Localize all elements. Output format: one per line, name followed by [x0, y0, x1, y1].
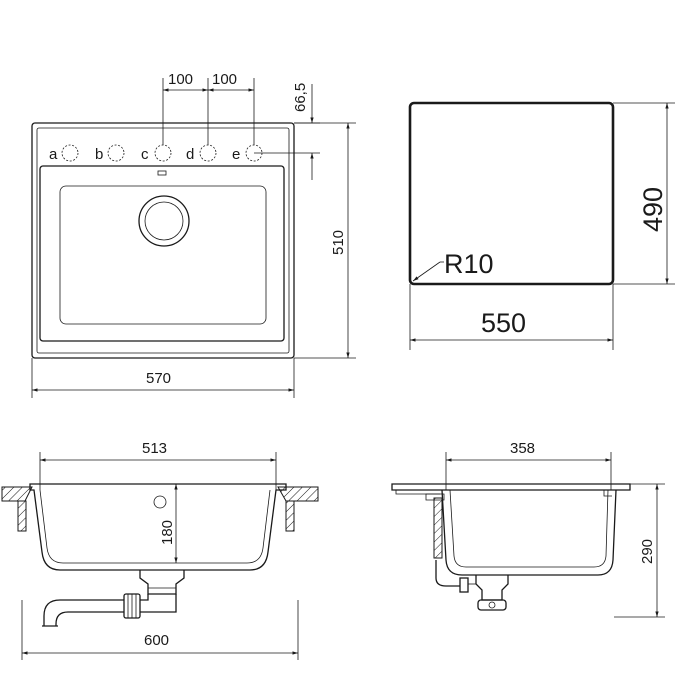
tap-hole-label-b: b: [95, 146, 103, 163]
radius-label: R10: [444, 249, 494, 279]
bowl-inner-outline: [59, 185, 267, 325]
bowl-section-inner: [39, 489, 271, 564]
front-section-view: 513 180 600: [1, 440, 319, 660]
side-bowl-inner: [449, 489, 609, 568]
tap-hole-label-d: d: [186, 146, 194, 163]
overflow-hole: [153, 495, 167, 509]
side-inner-width-label: 358: [510, 440, 535, 457]
tap-hole-row: a b c d e: [49, 144, 263, 163]
sink-height-dimension: 510: [294, 122, 356, 359]
cutout-outline: [408, 101, 615, 286]
hole-spacing-label-2: 100: [212, 71, 237, 88]
cutout-height-label: 490: [638, 187, 668, 232]
trap-pipe: [42, 599, 124, 627]
drain-body: [139, 570, 185, 595]
side-bowl-outer: [441, 489, 617, 576]
sink-width-dimension: 570: [31, 358, 295, 398]
side-drain: [475, 575, 509, 601]
side-section-view: 358 290: [391, 440, 665, 618]
drain-outer-ring: [138, 195, 190, 247]
bracket-right: [285, 500, 295, 532]
tap-hole-b: [107, 144, 125, 162]
drain-inner-ring: [144, 201, 184, 241]
cutout-view: 490 550 R10: [408, 101, 675, 350]
side-rim-step: [395, 490, 612, 497]
countertop-left: [1, 486, 33, 502]
overflow-tube: [433, 497, 443, 559]
sink-outer-outline: [31, 122, 295, 359]
cutout-width-label: 550: [481, 308, 526, 338]
bowl-section-outer: [29, 483, 287, 571]
overflow-slot: [157, 170, 167, 176]
hole-spacing-label-1: 100: [168, 71, 193, 88]
sink-rim-outline: [36, 127, 290, 354]
tap-hole-c: [154, 144, 172, 162]
front-inner-width-label: 513: [142, 440, 167, 457]
hole-spacing-dimension: 100 100: [162, 71, 255, 145]
countertop-right: [277, 486, 319, 502]
side-rim: [391, 483, 631, 491]
sink-height-label: 510: [330, 230, 347, 255]
edge-offset-dimension: 66,5: [254, 83, 320, 180]
bowl-outer-outline: [39, 165, 285, 342]
tap-hole-label-a: a: [49, 146, 58, 163]
tap-hole-label-e: e: [232, 146, 240, 163]
sink-width-label: 570: [146, 370, 171, 387]
front-outer-width-label: 600: [144, 632, 169, 649]
tap-hole-a: [61, 144, 79, 162]
radius-leader: [412, 261, 441, 282]
side-depth-label: 290: [639, 539, 656, 564]
front-depth-label: 180: [159, 520, 176, 545]
top-view: a b c d e 100 100 66,5: [31, 71, 356, 398]
tap-hole-d: [199, 144, 217, 162]
tap-hole-label-c: c: [141, 146, 149, 163]
bracket-left: [17, 500, 27, 532]
edge-offset-label: 66,5: [292, 83, 309, 112]
